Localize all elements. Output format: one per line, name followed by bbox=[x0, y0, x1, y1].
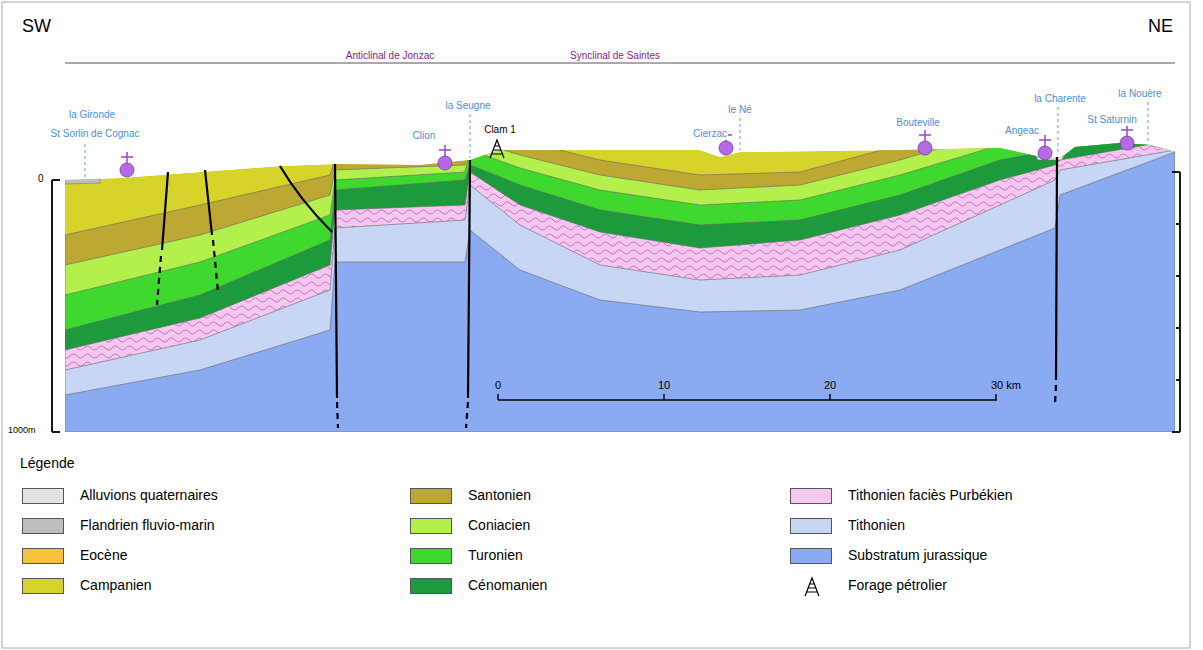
village-marker bbox=[120, 163, 134, 177]
village-marker bbox=[439, 149, 451, 151]
legend-swatch bbox=[22, 548, 64, 564]
village-marker bbox=[438, 156, 452, 170]
legend-swatch bbox=[790, 548, 832, 564]
village-marker bbox=[918, 141, 932, 155]
legend-text: Santonien bbox=[468, 487, 531, 503]
legend-swatch bbox=[410, 518, 452, 534]
place-name: Angeac bbox=[1004, 125, 1040, 137]
scale-number: 0 bbox=[495, 379, 501, 392]
place-name: la Charente bbox=[1033, 93, 1087, 105]
legend-swatch bbox=[22, 518, 64, 534]
legend-text: Eocène bbox=[80, 547, 127, 563]
legend-text: Alluvions quaternaires bbox=[80, 487, 218, 503]
depth-label: 1000m bbox=[8, 425, 36, 435]
turonien-layer bbox=[65, 110, 1175, 432]
legend-swatch bbox=[410, 488, 452, 504]
legend-text: Flandrien fluvio-marin bbox=[80, 517, 215, 533]
direction-label: NE bbox=[1148, 16, 1173, 37]
village-marker bbox=[121, 156, 133, 158]
place-name: la Gironde bbox=[68, 109, 116, 121]
purbeckien-layer bbox=[65, 140, 1175, 432]
place-name: la Nouère bbox=[1117, 88, 1162, 100]
scale-number: 20 bbox=[824, 379, 836, 392]
village-marker bbox=[1120, 136, 1134, 150]
legend-text: Tithonien faciès Purbékien bbox=[848, 487, 1012, 503]
structure-name: Anticlinal de Jonzac bbox=[346, 50, 434, 62]
legend-text: Turonien bbox=[468, 547, 523, 563]
tithonien-layer bbox=[65, 150, 1175, 432]
place-name: Bouteville bbox=[895, 117, 940, 129]
legend-text: Coniacien bbox=[468, 517, 530, 533]
place-name: Clion bbox=[412, 130, 437, 142]
legend-swatch bbox=[790, 488, 832, 504]
direction-label: SW bbox=[22, 16, 51, 37]
legend-swatch bbox=[410, 548, 452, 564]
legend-title: Légende bbox=[20, 455, 75, 471]
village-marker bbox=[1039, 139, 1051, 141]
scale-number: 30 km bbox=[991, 379, 1021, 392]
legend-swatch bbox=[790, 518, 832, 534]
well-name: Clam 1 bbox=[483, 124, 517, 136]
santonien-layer bbox=[65, 90, 1175, 432]
flandrien-patch bbox=[65, 178, 100, 184]
village-marker bbox=[919, 134, 931, 136]
place-name: la Seugne bbox=[444, 100, 491, 112]
legend-swatch bbox=[410, 578, 452, 594]
depth-label: 0 bbox=[38, 173, 44, 185]
legend-swatch bbox=[22, 578, 64, 594]
legend-text: Campanien bbox=[80, 577, 152, 593]
village-marker bbox=[719, 141, 733, 155]
legend-text: Substratum jurassique bbox=[848, 547, 987, 563]
coniacien-layer bbox=[65, 100, 1175, 432]
legend-text: Cénomanien bbox=[468, 577, 547, 593]
place-name: St Saturnin bbox=[1086, 114, 1137, 126]
place-name: St Sorlin de Cognac bbox=[50, 128, 141, 140]
cenomanien-layer bbox=[65, 130, 1175, 432]
place-name: Cierzac bbox=[692, 128, 728, 140]
village-marker bbox=[1038, 146, 1052, 160]
legend-swatch bbox=[22, 488, 64, 504]
legend-text: Forage pétrolier bbox=[848, 577, 947, 593]
structure-name: Synclinal de Saintes bbox=[570, 50, 660, 62]
legend-text: Tithonien bbox=[848, 517, 905, 533]
place-name: le Né bbox=[727, 104, 752, 116]
village-marker bbox=[1121, 129, 1133, 131]
scale-number: 10 bbox=[658, 379, 670, 392]
substratum-layer bbox=[65, 152, 1175, 432]
